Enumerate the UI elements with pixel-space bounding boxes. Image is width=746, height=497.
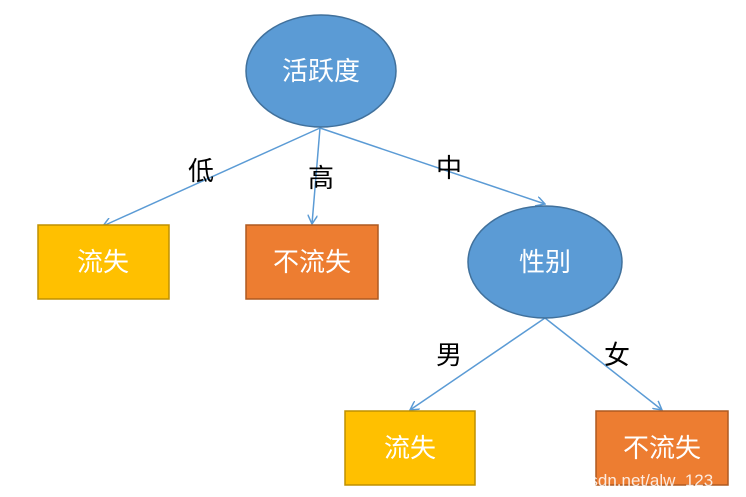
edge-root-to-low	[103, 127, 321, 226]
edge-gender-to-male	[410, 317, 546, 410]
gender-node-shape	[467, 205, 623, 319]
leaf-low-box	[37, 224, 170, 300]
gender-node-label: 性别	[519, 247, 571, 277]
leaf-male-label: 流失	[384, 433, 436, 463]
edge-gender-to-female	[544, 317, 662, 410]
edge-label-female: 女	[604, 340, 630, 370]
leaf-male-box	[344, 410, 476, 486]
leaf-female-label: 不流失	[623, 433, 701, 463]
edge-label-mid: 中	[436, 153, 462, 183]
leaf-low-label: 流失	[77, 247, 129, 277]
edge-label-male: 男	[436, 340, 462, 370]
edge-root-to-high	[312, 127, 321, 224]
edge-label-high: 高	[308, 163, 334, 193]
leaf-female-box	[595, 410, 729, 486]
leaf-high-box	[245, 224, 379, 300]
root-node-label: 活跃度	[282, 56, 360, 86]
root-node-shape	[245, 14, 397, 128]
watermark-text: https://blog.csdn.net/alw_123	[493, 471, 713, 490]
leaf-high-label: 不流失	[273, 247, 351, 277]
edge-root-to-gender	[319, 127, 545, 204]
edge-label-low: 低	[188, 156, 214, 186]
